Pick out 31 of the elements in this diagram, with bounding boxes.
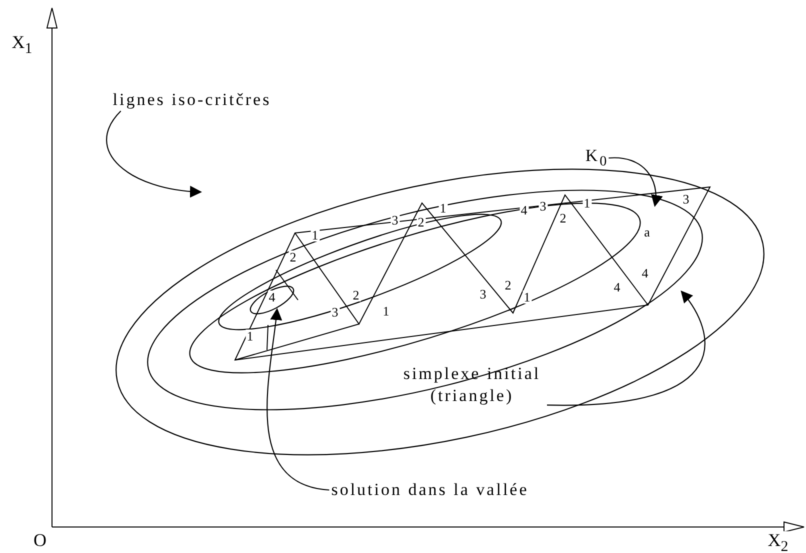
innermost-contour: [250, 286, 294, 314]
leader-arrow: [266, 308, 330, 491]
vertex-number: 4: [268, 290, 276, 304]
vertex-number: 4: [612, 280, 622, 294]
origin-label: O: [32, 531, 48, 549]
vertex-number: 2: [558, 212, 568, 224]
vertex-number: 1: [310, 228, 320, 242]
vertex-number: 4: [520, 204, 528, 216]
note-text: lignes iso-critčres: [112, 88, 272, 112]
leader-arrow: [547, 290, 706, 406]
vertex-number: 1: [382, 304, 390, 318]
vertex-number: 3: [478, 288, 488, 300]
vertex-number: 3: [390, 214, 400, 226]
vertex-number: 2: [416, 216, 426, 228]
vertex-number: 4: [640, 266, 650, 280]
vertex-number: 1: [522, 290, 532, 304]
vertex-number: 3: [682, 192, 690, 206]
vertex-number: 2: [288, 250, 298, 264]
note-text: solution dans la vallée: [331, 478, 529, 502]
vertex-number: 1: [438, 202, 448, 214]
note-text: simplexe initial (triangle): [397, 362, 547, 408]
point-label: K$_{0}$: [585, 145, 609, 171]
axis-label: X$_{2}$: [766, 531, 790, 553]
vertex-number: 3: [538, 200, 548, 212]
leader-arrow: [106, 110, 202, 198]
vertex-number: 2: [504, 278, 512, 292]
vertex-number: 1: [582, 196, 592, 210]
vertex-number: 2: [352, 288, 360, 302]
vertex-number: 1: [246, 330, 254, 342]
vertex-number: 3: [330, 306, 340, 318]
leader-arrow: [608, 157, 662, 207]
